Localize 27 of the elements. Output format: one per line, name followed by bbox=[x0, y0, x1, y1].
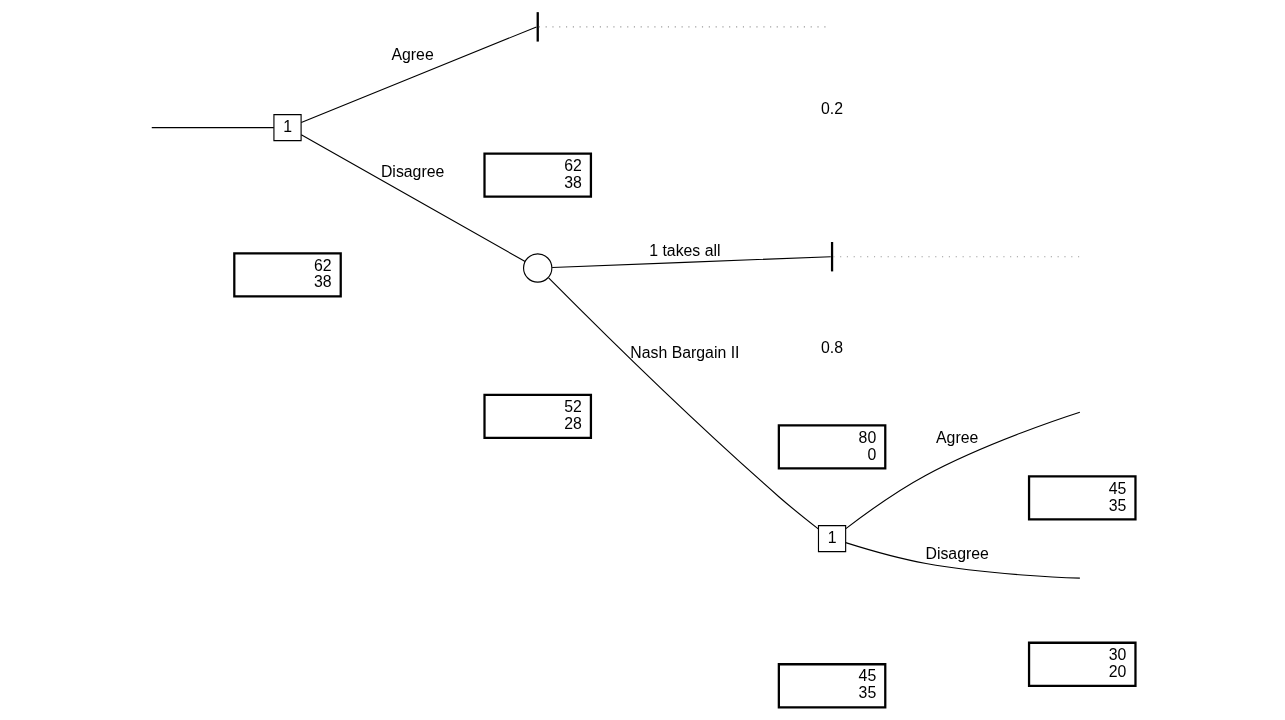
node-box: 1 bbox=[817, 525, 846, 553]
node-box: 52 28 bbox=[482, 393, 592, 439]
node-box: 45 35 bbox=[777, 663, 886, 709]
connector bbox=[551, 256, 831, 269]
node-box: 80 0 bbox=[777, 424, 886, 470]
edge-label: 1 takes all bbox=[648, 241, 721, 259]
connector bbox=[300, 134, 526, 263]
edge-label: Disagree bbox=[380, 162, 444, 180]
node-box: 30 20 bbox=[1027, 641, 1137, 687]
node-box: 45 35 bbox=[1027, 475, 1137, 521]
connector bbox=[547, 277, 819, 530]
node-box: 1 bbox=[272, 114, 302, 142]
connector bbox=[300, 26, 537, 124]
label: 0.2 bbox=[820, 99, 843, 117]
connector bbox=[844, 542, 1080, 579]
edge-label: Disagree bbox=[924, 545, 989, 563]
edge-label: Agree bbox=[935, 428, 978, 446]
node-box: 62 38 bbox=[482, 152, 592, 198]
connector bbox=[150, 127, 274, 129]
node-box: 62 38 bbox=[232, 252, 342, 298]
connector bbox=[844, 411, 1080, 530]
label: 0.8 bbox=[820, 338, 843, 356]
edge-label: Agree bbox=[390, 45, 434, 63]
node-bar bbox=[536, 12, 539, 42]
node-bar bbox=[830, 241, 833, 272]
edge-label: Nash Bargain II bbox=[629, 343, 739, 361]
node-circle bbox=[522, 253, 552, 283]
